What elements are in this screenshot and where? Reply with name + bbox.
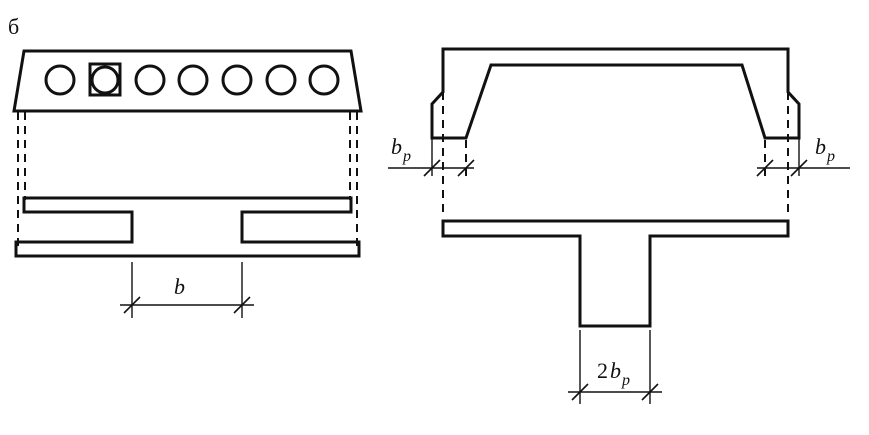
void-circle bbox=[221, 64, 253, 96]
void-square bbox=[88, 62, 122, 97]
slab-outline bbox=[12, 49, 363, 113]
dimension-bp-right: b p bbox=[756, 134, 850, 177]
dimension-label-b: b bbox=[174, 274, 185, 299]
dimension-subscript: p bbox=[621, 372, 630, 389]
dimension-tick bbox=[457, 159, 475, 177]
t-section-outline bbox=[441, 219, 790, 328]
dimension-label-bp-left: b bbox=[391, 134, 402, 159]
dimension-b: b bbox=[120, 262, 254, 318]
equivalent-i-section bbox=[14, 196, 361, 258]
dimension-subscript: p bbox=[402, 148, 411, 165]
figure-label: б bbox=[8, 14, 19, 39]
dimension-prefix: 2 bbox=[597, 358, 608, 383]
void-circle bbox=[44, 64, 76, 96]
void-circle bbox=[265, 64, 297, 96]
dimension-tick bbox=[123, 296, 141, 314]
dimension-2bp: 2 b p bbox=[568, 330, 662, 404]
ribbed-slab bbox=[430, 47, 801, 140]
dimension-tick bbox=[641, 383, 659, 401]
i-section-outline bbox=[14, 196, 361, 258]
void-circle bbox=[90, 65, 120, 95]
dimension-tick bbox=[790, 159, 808, 177]
dimension-tick bbox=[233, 296, 251, 314]
dimension-tick bbox=[571, 383, 589, 401]
void-circle bbox=[177, 64, 209, 96]
void-circle bbox=[308, 64, 340, 96]
dimension-label-2bp: b bbox=[610, 358, 621, 383]
dimension-bp-left: b p bbox=[388, 134, 475, 177]
void-circle bbox=[134, 64, 166, 96]
dimension-tick bbox=[756, 159, 774, 177]
dimension-subscript: p bbox=[826, 148, 835, 165]
dimension-tick bbox=[423, 159, 441, 177]
ribbed-slab-outline bbox=[430, 47, 801, 140]
hollow-core-slab bbox=[12, 49, 363, 113]
dimension-label-bp-right: b bbox=[815, 134, 826, 159]
equivalent-t-section bbox=[441, 219, 790, 328]
